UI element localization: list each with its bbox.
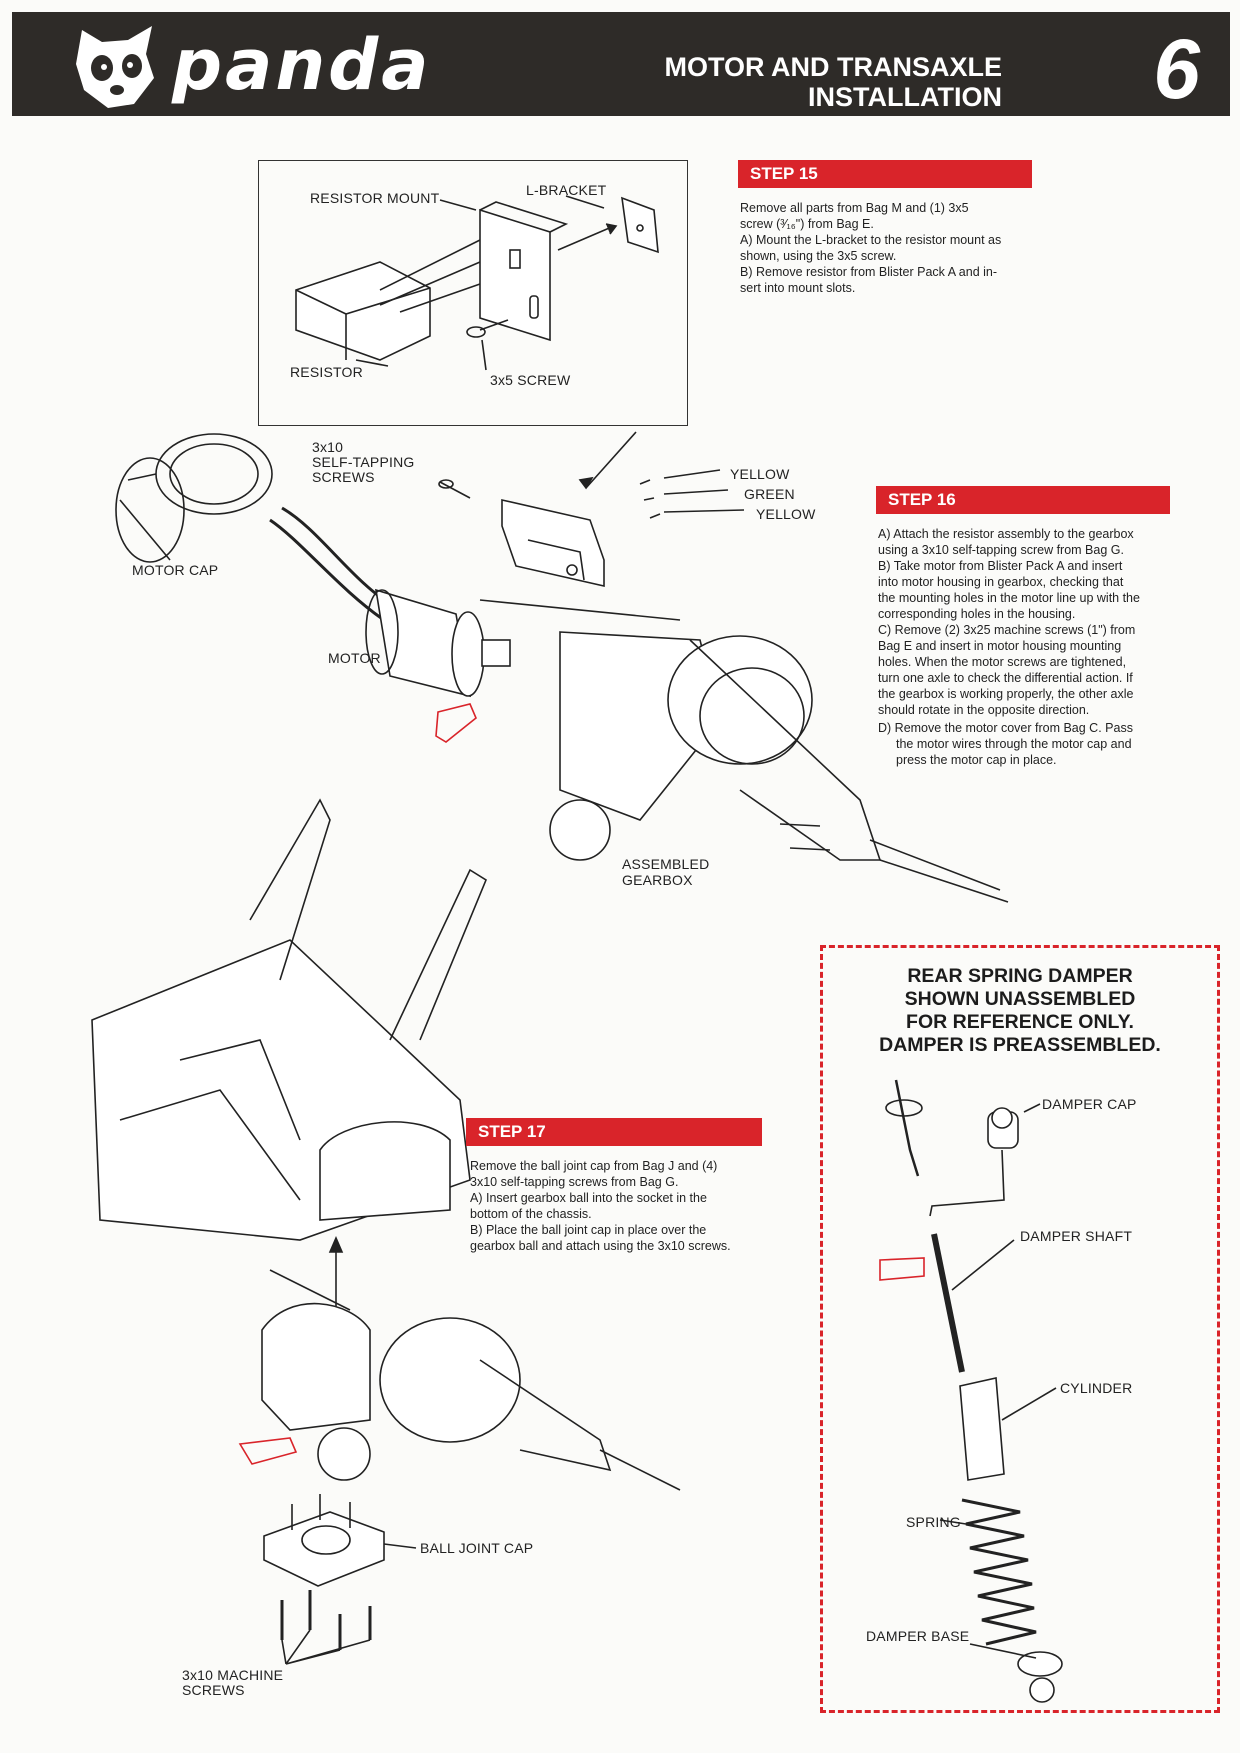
step16-line: corresponding holes in the housing.	[878, 607, 1076, 621]
damper-reference-frame	[820, 945, 1220, 1713]
step16-line: press the motor cap in place.	[896, 753, 1057, 767]
step15-line: shown, using the 3x5 screw.	[740, 249, 897, 263]
damper-title-line: DAMPER IS PREASSEMBLED.	[879, 1034, 1161, 1056]
step16-line: holes. When the motor screws are tighten…	[878, 655, 1127, 669]
damper-cap-drawing	[929, 1103, 1041, 1217]
label-machine-screws-line1: 3x10 MACHINE	[182, 1667, 284, 1683]
step15-line: screw (³⁄₁₆") from Bag E.	[740, 217, 874, 231]
step16-line: D) Remove the motor cover from Bag C. Pa…	[878, 721, 1133, 735]
label-resistor: RESISTOR	[290, 364, 363, 380]
step15-line: A) Mount the L-bracket to the resistor m…	[740, 233, 1002, 247]
label-spring: SPRING	[906, 1514, 961, 1530]
label-self-tapping-screws-line3: SCREWS	[312, 469, 375, 485]
label-assembled-gearbox: ASSEMBLED GEARBOX	[622, 856, 709, 888]
machine-screws-drawing	[280, 1590, 372, 1665]
step16-line: the mounting holes in the motor line up …	[878, 591, 1140, 605]
step16-instructions: A) Attach the resistor assembly to the g…	[878, 526, 1198, 768]
step17-line: A) Insert gearbox ball into the socket i…	[470, 1191, 707, 1205]
damper-title: REAR SPRING DAMPER SHOWN UNASSEMBLED FOR…	[840, 965, 1200, 1057]
grease-tube-icon	[435, 703, 477, 743]
step17-line: bottom of the chassis.	[470, 1207, 592, 1221]
brand-name: panda	[172, 24, 432, 106]
small-screw-drawing	[466, 319, 509, 338]
label-assembled-gearbox-line1: ASSEMBLED	[622, 856, 710, 872]
step16-line: turn one axle to check the differential …	[878, 671, 1133, 685]
step15-heading: STEP 15	[738, 160, 1032, 188]
gearbox-step17-drawing	[261, 1269, 681, 1491]
step17-heading: STEP 17	[466, 1118, 762, 1146]
damper-title-line: REAR SPRING DAMPER	[907, 965, 1133, 987]
section-title-line2: INSTALLATION	[808, 82, 1002, 112]
label-motor: MOTOR	[328, 650, 381, 666]
page-header: panda MOTOR AND TRANSAXLE INSTALLATION 6	[12, 12, 1230, 116]
label-wire-yellow-1: YELLOW	[730, 466, 790, 482]
label-damper-shaft: DAMPER SHAFT	[1020, 1228, 1133, 1244]
label-l-bracket: L-BRACKET	[526, 182, 607, 198]
label-3x5-screw: 3x5 SCREW	[490, 372, 571, 388]
ball-joint-cap-drawing	[263, 1494, 417, 1587]
damper-base-drawing	[969, 1643, 1063, 1703]
chassis-drawing	[91, 798, 487, 1241]
label-self-tapping-screws-line2: SELF-TAPPING	[312, 454, 415, 470]
step16-line: should rotate in the opposite direction.	[878, 703, 1090, 717]
step16-line: B) Take motor from Blister Pack A and in…	[878, 559, 1123, 573]
step16-line: the gearbox is working properly, the oth…	[878, 687, 1134, 701]
step15-diagram-frame	[258, 160, 688, 426]
label-machine-screws: 3x10 MACHINE SCREWS	[182, 1668, 283, 1698]
label-damper-cap: DAMPER CAP	[1042, 1096, 1137, 1112]
step17-line: 3x10 self-tapping screws from Bag G.	[470, 1175, 679, 1189]
step15-line: B) Remove resistor from Blister Pack A a…	[740, 265, 998, 279]
page-number: 6	[1153, 22, 1200, 116]
step15-instructions: Remove all parts from Bag M and (1) 3x5 …	[740, 200, 1040, 296]
step16-line: using a 3x10 self-tapping screw from Bag…	[878, 543, 1124, 557]
step16-line: into motor housing in gearbox, checking …	[878, 575, 1124, 589]
cylinder-drawing	[959, 1377, 1057, 1481]
section-title: MOTOR AND TRANSAXLE INSTALLATION	[582, 52, 1003, 112]
step15-line: Remove all parts from Bag M and (1) 3x5	[740, 201, 969, 215]
label-self-tapping-screws-line1: 3x10	[312, 439, 344, 455]
step17-instructions: Remove the ball joint cap from Bag J and…	[470, 1158, 770, 1254]
step17-line: gearbox ball and attach using the 3x10 s…	[470, 1239, 731, 1253]
step16-line: the motor wires through the motor cap an…	[896, 737, 1132, 751]
label-ball-joint-cap: BALL JOINT CAP	[420, 1540, 534, 1556]
step15-line: sert into mount slots.	[740, 281, 856, 295]
grease-tube-icon	[879, 1257, 925, 1281]
step16-heading: STEP 16	[876, 486, 1170, 514]
panda-head-icon	[76, 26, 154, 108]
label-wire-green: GREEN	[744, 486, 795, 502]
label-resistor-mount: RESISTOR MOUNT	[310, 190, 440, 206]
motor-cap-drawing	[115, 433, 273, 563]
step16-line: A) Attach the resistor assembly to the g…	[878, 527, 1134, 541]
label-self-tapping-screws: 3x10 SELF-TAPPING SCREWS	[312, 440, 415, 485]
damper-shaft-drawing	[931, 1233, 1015, 1373]
label-damper-base: DAMPER BASE	[866, 1628, 970, 1644]
screwdriver-drawing	[885, 1079, 923, 1177]
label-motor-cap: MOTOR CAP	[132, 562, 219, 578]
label-wire-yellow-2: YELLOW	[756, 506, 816, 522]
resistor-assembly-drawing	[501, 498, 605, 588]
label-assembled-gearbox-line2: GEARBOX	[622, 872, 693, 888]
label-cylinder: CYLINDER	[1060, 1380, 1133, 1396]
spring-drawing	[939, 1498, 1037, 1646]
l-bracket-drawing	[557, 196, 659, 254]
resistor-mount-drawing	[379, 201, 569, 342]
motor-drawing	[365, 588, 511, 698]
damper-title-line: FOR REFERENCE ONLY.	[906, 1011, 1134, 1033]
step17-line: Remove the ball joint cap from Bag J and…	[470, 1159, 718, 1173]
step17-line: B) Place the ball joint cap in place ove…	[470, 1223, 707, 1237]
wire-connectors-drawing	[639, 469, 745, 519]
damper-title-line: SHOWN UNASSEMBLED	[904, 988, 1136, 1010]
grease-tube-icon	[238, 1437, 298, 1465]
gearbox-drawing	[549, 631, 1009, 903]
resistor-drawing	[295, 261, 431, 361]
section-title-line1: MOTOR AND TRANSAXLE	[664, 52, 1003, 82]
step16-line: C) Remove (2) 3x25 machine screws (1") f…	[878, 623, 1136, 637]
label-machine-screws-line2: SCREWS	[182, 1682, 245, 1698]
step16-line: Bag E and insert in motor housing mounti…	[878, 639, 1122, 653]
